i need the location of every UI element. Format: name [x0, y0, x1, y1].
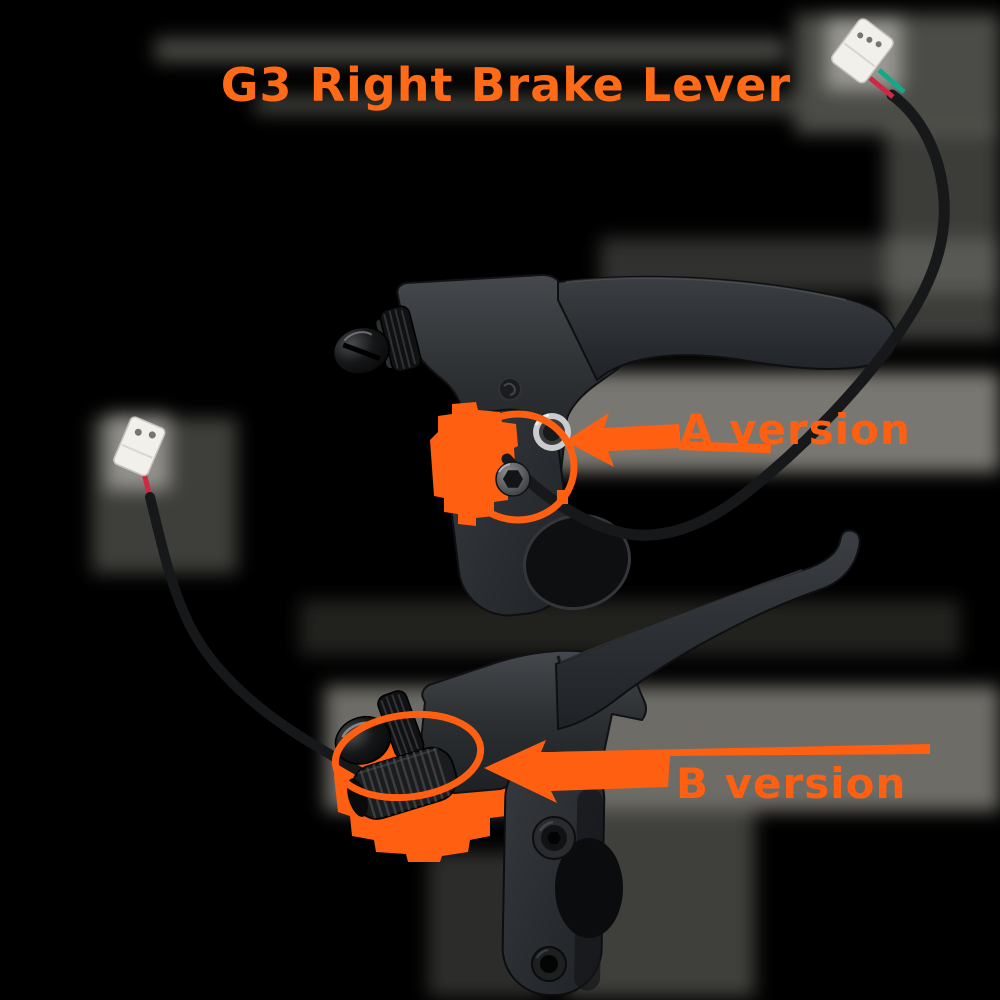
b-version-arrow-icon	[484, 740, 930, 803]
highlight-circle-a	[458, 410, 578, 524]
lever-b-end-cap	[334, 690, 425, 765]
cable-a-green-wire	[877, 68, 906, 94]
cable-b	[113, 416, 369, 779]
lever-b-clamp-bolt-bottom	[531, 946, 567, 982]
lever-a-cable-adjuster	[332, 305, 422, 375]
lever-a-blade-highlight	[565, 277, 847, 301]
cable-a-red-wire	[868, 76, 895, 99]
highlight-circle-b	[331, 710, 485, 802]
cable-a-wire	[501, 89, 950, 541]
a-version-label: A version	[680, 405, 911, 454]
lever-b-blade	[555, 529, 861, 730]
b-version-label: B version	[676, 759, 906, 808]
a-version-underline	[678, 441, 771, 454]
lever-b-clamp-bore	[555, 838, 623, 938]
lever-a-blade	[557, 275, 897, 381]
connector-a-plug	[831, 18, 894, 84]
cable-a	[501, 18, 950, 541]
lever-a-clamp-bore	[522, 513, 632, 611]
highlight-blob-a	[430, 402, 518, 526]
a-version-arrow-icon	[565, 413, 681, 467]
lever-a-hex-bolt	[495, 461, 531, 497]
screw-slot	[503, 382, 516, 396]
page-title: G3 Right Brake Lever	[221, 58, 791, 112]
lever-b-blade-highlight	[559, 569, 803, 663]
lever-b-clamp-bolt-top	[532, 816, 576, 860]
lever-a-small-screw	[498, 377, 522, 401]
highlight-speck-a	[557, 490, 568, 504]
connector-b-plug	[113, 416, 166, 477]
cable-b-wire	[145, 492, 369, 779]
